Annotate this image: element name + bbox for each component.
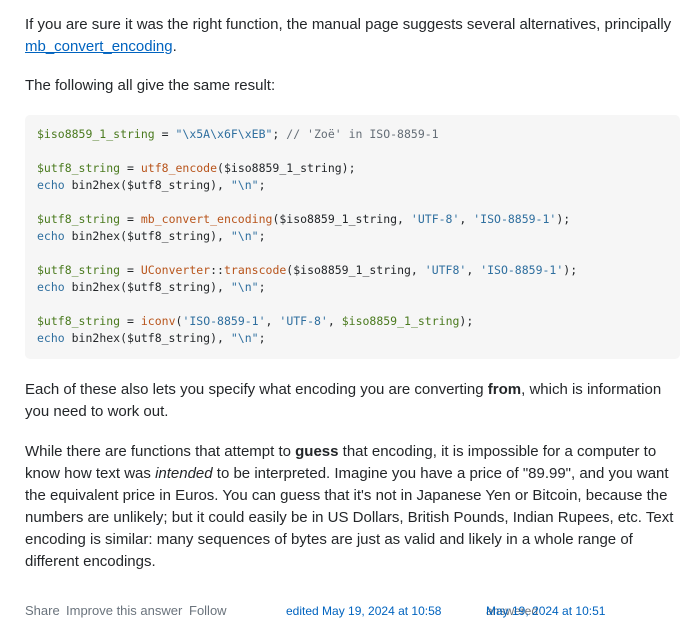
intro-period: .	[172, 38, 177, 55]
mb-convert-encoding-link[interactable]: mb_convert_encoding	[25, 38, 173, 55]
bold-guess: guess	[295, 443, 339, 460]
code-line-echo: echo bin2hex($utf8_string), "\n";	[37, 331, 266, 345]
code-block[interactable]: $iso8859_1_string = "\x5A\x6F\xEB"; // '…	[25, 115, 680, 359]
paragraph-intro: If you are sure it was the right functio…	[25, 14, 685, 58]
code-blank	[37, 143, 680, 160]
code-line-echo: echo bin2hex($utf8_string), "\n";	[37, 178, 266, 192]
code-line-echo: echo bin2hex($utf8_string), "\n";	[37, 229, 266, 243]
code-line-mb-convert: $utf8_string = mb_convert_encoding($iso8…	[37, 212, 571, 226]
code-blank	[37, 245, 680, 262]
post-footer: Share Improve this answer Follow edited …	[25, 603, 606, 618]
answered-date: May 19, 2024 at 10:51	[486, 604, 606, 618]
paragraph-guess: While there are functions that attempt t…	[25, 443, 674, 570]
code-line-iconv: $utf8_string = iconv('ISO-8859-1', 'UTF-…	[37, 314, 474, 328]
code-blank	[37, 296, 680, 313]
paragraph-same-result: The following all give the same result:	[25, 77, 276, 94]
improve-answer-link[interactable]: Improve this answer	[66, 603, 183, 618]
code-line-1: $iso8859_1_string = "\x5A\x6F\xEB"; // '…	[37, 127, 439, 141]
paragraph-encoding-from: Each of these also lets you specify what…	[25, 381, 662, 420]
code-line-uconverter: $utf8_string = UConverter::transcode($is…	[37, 263, 578, 277]
bold-from: from	[487, 381, 522, 398]
code-blank	[37, 194, 680, 211]
italic-intended: intended	[155, 465, 213, 482]
edited-timestamp-link[interactable]: edited May 19, 2024 at 10:58	[286, 604, 442, 618]
intro-text: If you are sure it was the right functio…	[25, 16, 672, 33]
share-link[interactable]: Share	[25, 603, 60, 618]
code-line-echo: echo bin2hex($utf8_string), "\n";	[37, 280, 266, 294]
code-line-utf8-encode: $utf8_string = utf8_encode($iso8859_1_st…	[37, 161, 356, 175]
follow-button[interactable]: Follow	[189, 603, 227, 618]
